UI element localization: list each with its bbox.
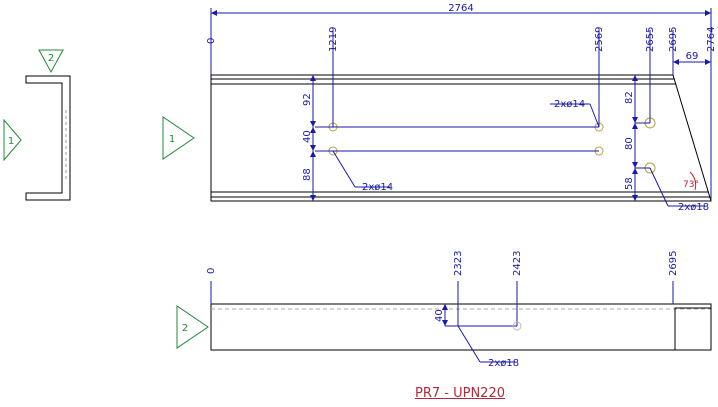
x-dim-1: 1219	[328, 27, 339, 52]
side-marker-main[interactable]: 1	[162, 116, 195, 160]
side-marker-bottom-label: 2	[182, 323, 188, 334]
side-marker-bottom[interactable]: 2	[176, 305, 209, 349]
hole	[512, 321, 522, 331]
beam-outline	[210, 74, 712, 202]
y-dim-left-0: 92	[302, 93, 313, 106]
x-dim-2: 2569	[594, 27, 605, 52]
hole-label-2: 2xø18	[678, 202, 709, 213]
holes-top	[328, 117, 656, 174]
section-marker[interactable]: 2	[38, 49, 64, 74]
x-dim-3: 2655	[645, 27, 656, 52]
channel-profile	[25, 75, 71, 201]
offset-end: 69	[686, 51, 699, 62]
bottom-y-dim: 40	[434, 309, 445, 322]
bottom-beam-outline	[210, 303, 712, 351]
top-view: 2764 69 0 1219 2569 2655 2695 2764 92 40…	[206, 3, 717, 213]
x-dim-0: 0	[206, 38, 217, 44]
bottom-view: 0 2323 2423 2695 40 2xø18	[206, 251, 712, 369]
y-dim-right-0: 82	[624, 91, 635, 104]
x-dim-5: 2764	[706, 27, 717, 52]
bottom-x-dim-1: 2323	[453, 251, 464, 276]
hole-label-0: 2xø14	[362, 182, 393, 193]
bottom-x-dim-2: 2423	[512, 251, 523, 276]
angle-label: 73°	[683, 180, 699, 190]
y-dim-left-1: 40	[302, 130, 313, 143]
y-dim-left-2: 88	[302, 168, 313, 181]
bottom-hole-label: 2xø18	[488, 358, 519, 369]
side-marker-main-label: 1	[169, 134, 175, 145]
y-dim-right-1: 80	[624, 137, 635, 150]
section-view	[25, 75, 71, 201]
side-marker-left[interactable]: 1	[3, 118, 22, 162]
bottom-x-dim-0: 0	[206, 268, 217, 274]
bottom-x-dim-3: 2695	[668, 251, 679, 276]
angle-arc	[689, 171, 697, 191]
total-length: 2764	[448, 3, 473, 14]
side-marker-left-label: 1	[8, 136, 14, 147]
drawing-title[interactable]: PR7 - UPN220	[415, 386, 505, 401]
y-dim-right-2: 58	[624, 177, 635, 190]
hole-label-1: 2xø14	[554, 99, 585, 110]
section-marker-label: 2	[48, 53, 54, 64]
x-dim-4: 2695	[668, 27, 679, 52]
